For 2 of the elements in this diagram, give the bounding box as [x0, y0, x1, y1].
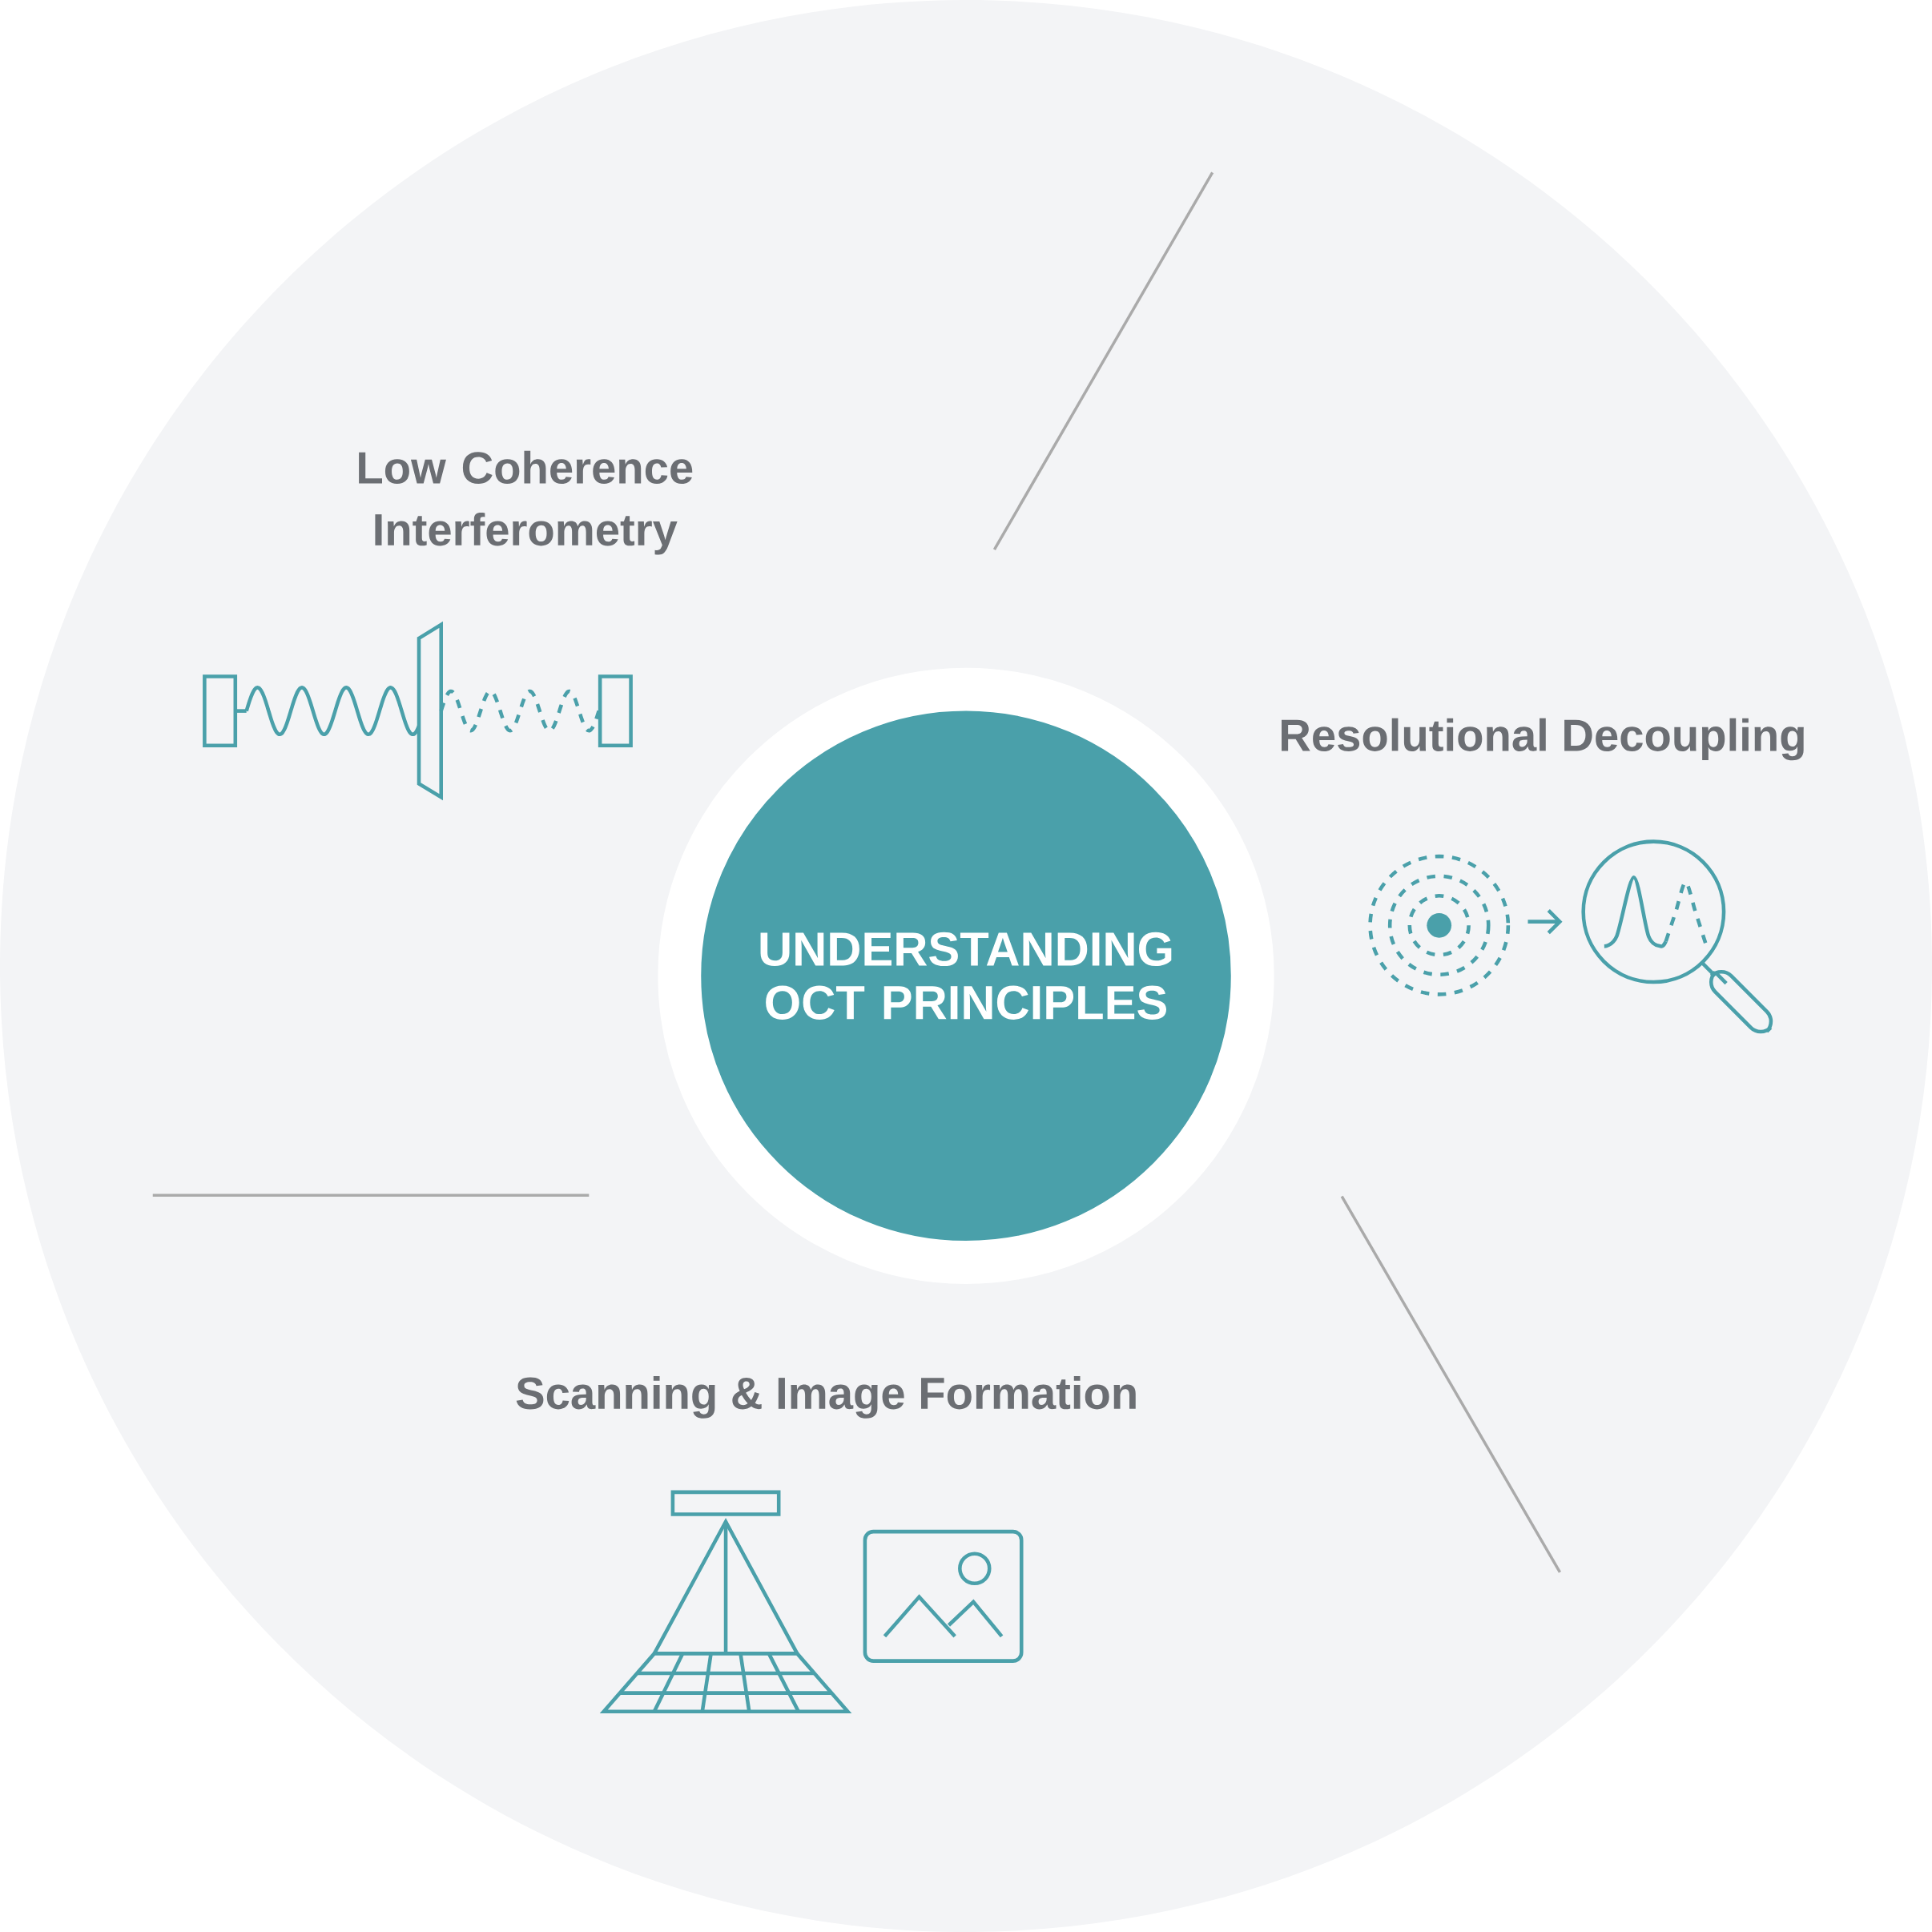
section-title: Low Coherence Interferometry [359, 450, 693, 555]
section-title: Scanning & Image Formation [516, 1376, 1136, 1419]
